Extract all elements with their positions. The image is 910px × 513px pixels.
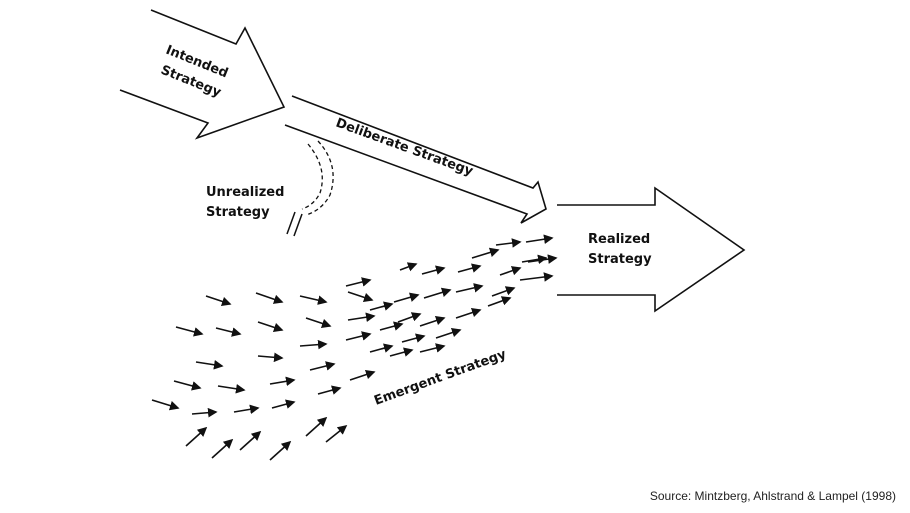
emergent-arrow-11 <box>345 277 372 287</box>
emergent-arrow-37 <box>369 343 394 353</box>
unrealized-break-mark-1 <box>286 211 296 235</box>
emergent-arrow-48 <box>271 399 296 409</box>
emergent-arrow-41 <box>217 384 246 394</box>
emergent-arrow-43 <box>309 361 336 371</box>
unrealized-break-mark-2 <box>293 213 303 237</box>
emergent-arrow-31 <box>401 333 426 343</box>
emergent-arrow-44 <box>349 369 376 381</box>
emergent-arrow-4 <box>519 272 554 282</box>
emergent-arrow-51 <box>211 438 234 459</box>
emergent-arrow-29 <box>347 312 376 322</box>
realized-label-line1: Realized <box>588 232 650 247</box>
emergent-arrow-1 <box>495 238 522 248</box>
emergent-arrow-21 <box>369 301 394 311</box>
emergent-arrow-5 <box>471 247 500 259</box>
emergent-arrow-26 <box>215 327 242 337</box>
unrealized-label-line1: Unrealized <box>206 185 284 200</box>
emergent-arrow-10 <box>521 254 548 265</box>
emergent-arrow-12 <box>393 292 420 303</box>
emergent-arrow-23 <box>419 315 446 327</box>
emergent-arrow-53 <box>269 440 292 461</box>
emergent-arrow-25 <box>175 326 204 337</box>
emergent-arrow-13 <box>423 287 452 299</box>
emergent-arrow-46 <box>191 407 218 418</box>
emergent-arrow-36 <box>345 331 372 341</box>
realized-strategy-arrow <box>557 186 746 313</box>
emergent-arrow-2 <box>525 234 554 244</box>
unrealized-dashed-line-inner <box>301 143 323 210</box>
emergent-arrow-24 <box>455 307 482 319</box>
emergent-arrow-40 <box>173 380 202 391</box>
emergent-arrow-9 <box>499 266 522 276</box>
emergent-arrow-33 <box>195 360 224 370</box>
emergent-arrow-42 <box>269 376 296 387</box>
unrealized-dashed-line-outer <box>305 140 334 216</box>
emergent-arrow-39 <box>419 343 446 353</box>
emergent-arrow-55 <box>325 425 348 443</box>
emergent-label: Emergent Strategy <box>372 347 509 409</box>
emergent-arrow-50 <box>185 426 208 447</box>
realized-label-line2: Strategy <box>588 252 652 267</box>
emergent-arrow-45 <box>151 399 180 411</box>
emergent-arrow-54 <box>305 416 328 437</box>
source-citation: Source: Mintzberg, Ahlstrand & Lampel (1… <box>649 489 896 503</box>
deliberate-label: Deliberate Strategy <box>334 116 476 180</box>
emergent-arrow-15 <box>491 286 516 297</box>
emergent-arrow-6 <box>399 262 418 272</box>
emergent-arrow-20 <box>347 291 374 303</box>
intended-strategy-arrow <box>119 9 286 140</box>
emergent-arrow-18 <box>255 292 284 304</box>
emergent-arrow-34 <box>257 352 284 363</box>
emergent-arrows <box>151 234 558 461</box>
emergent-arrow-38 <box>389 347 414 357</box>
emergent-arrow-52 <box>239 430 262 451</box>
emergent-arrow-35 <box>299 339 328 350</box>
emergent-arrow-8 <box>457 263 482 273</box>
unrealized-label-line2: Strategy <box>206 205 270 220</box>
emergent-arrow-7 <box>421 265 446 275</box>
emergent-arrow-28 <box>305 317 332 329</box>
emergent-arrow-17 <box>205 295 232 307</box>
emergent-arrow-47 <box>233 404 260 415</box>
deliberate-strategy-arrow <box>284 95 547 224</box>
emergent-arrow-30 <box>379 321 404 331</box>
emergent-arrow-49 <box>317 385 342 395</box>
emergent-arrow-16 <box>487 296 512 307</box>
emergent-arrow-14 <box>455 283 484 293</box>
emergent-arrow-19 <box>299 295 328 305</box>
emergent-arrow-27 <box>257 321 284 333</box>
emergent-arrow-22 <box>397 312 422 323</box>
emergent-arrow-32 <box>435 327 462 339</box>
